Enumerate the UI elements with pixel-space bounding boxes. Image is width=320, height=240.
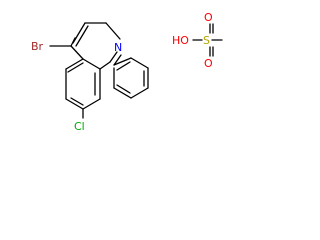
bond <box>113 87 132 99</box>
phenyl-ring <box>113 57 149 99</box>
azepine-ring <box>70 22 122 70</box>
methanesulfonic-acid <box>192 23 223 57</box>
bond <box>109 51 118 63</box>
bond <box>65 98 84 110</box>
chemical-structure-diagram: Br N Cl HO S O O <box>31 11 223 133</box>
bond <box>82 98 101 110</box>
bond <box>105 22 121 40</box>
hydroxyl-group-label: HO <box>172 34 189 47</box>
benzo-ring <box>65 58 101 110</box>
bond-double <box>116 61 131 71</box>
bond <box>113 57 132 66</box>
structure-canvas: Br N Cl HO S O O <box>31 11 223 133</box>
nitrogen-atom-label: N <box>114 41 122 54</box>
oxygen-top-label: O <box>204 11 213 24</box>
bond <box>82 58 101 70</box>
bond <box>72 22 86 44</box>
bond <box>99 61 111 70</box>
bond-double <box>116 84 131 94</box>
bond <box>65 58 84 70</box>
bond-double <box>70 97 84 106</box>
oxygen-bottom-label: O <box>204 57 213 70</box>
bond <box>130 87 149 99</box>
bond-double <box>113 54 122 66</box>
bromine-atom-label: Br <box>31 40 44 53</box>
bond <box>130 57 149 69</box>
bond-double <box>67 62 84 73</box>
bond-double <box>75 25 89 47</box>
bond <box>70 45 84 60</box>
sulfur-atom-label: S <box>203 34 210 47</box>
chlorine-atom-label: Cl <box>74 120 85 133</box>
